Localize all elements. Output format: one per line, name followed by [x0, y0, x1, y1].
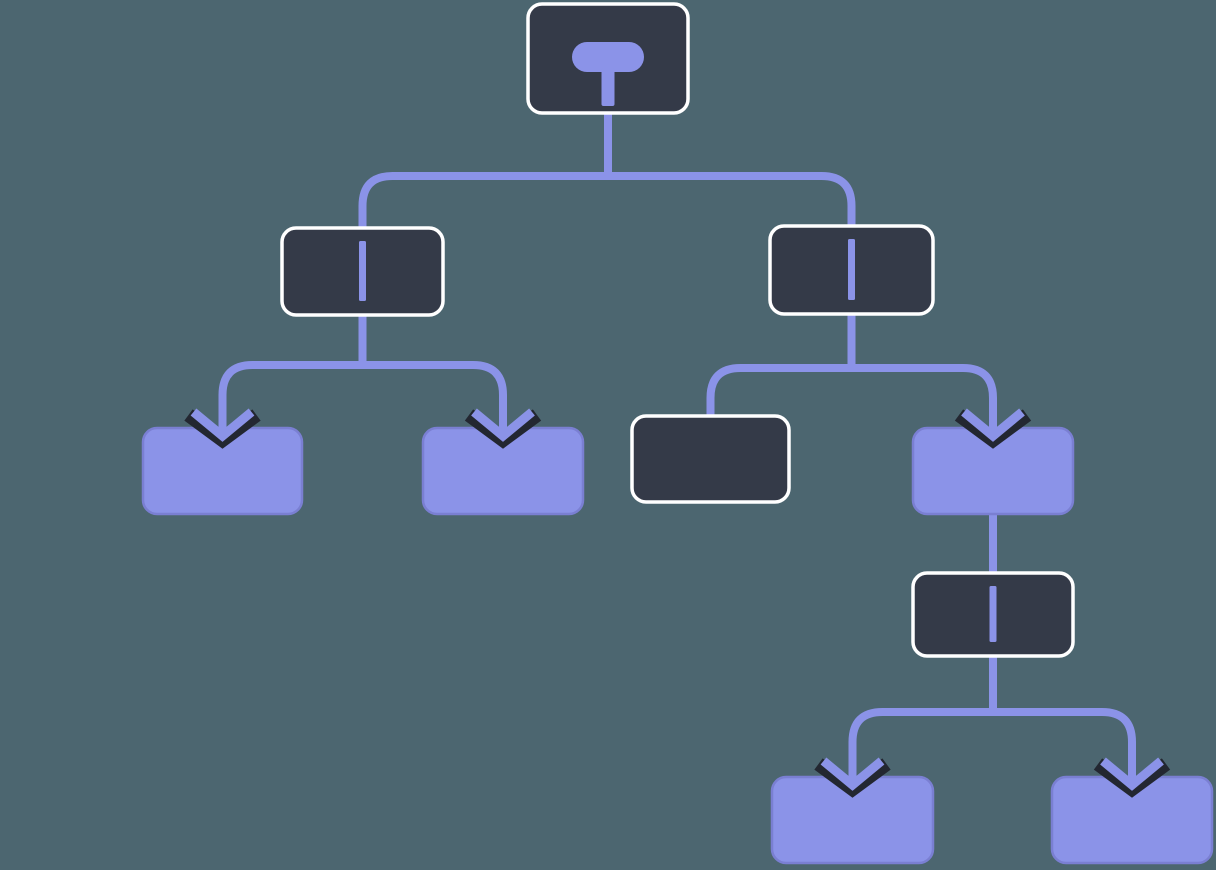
chevron-down-icon — [954, 404, 1032, 449]
connector-branch-sub — [848, 654, 1136, 757]
pass-through-line-icon — [359, 241, 366, 301]
pass-through-line-icon — [989, 586, 997, 642]
pass-through-line-icon — [848, 239, 855, 300]
node-mid-dark[interactable] — [630, 414, 791, 504]
chevron-down-icon — [464, 404, 542, 449]
connector-branch-l — [218, 313, 507, 408]
layer-icons — [359, 42, 997, 642]
chevron-down-icon — [814, 753, 891, 798]
layer-connectors — [218, 111, 1136, 757]
chevron-down-icon — [1093, 753, 1171, 798]
collapsed-pill-icon — [572, 42, 644, 106]
connector-branch-r — [706, 312, 997, 419]
connector-root — [358, 111, 856, 231]
chevron-down-icon — [184, 404, 261, 449]
layer-markers — [184, 404, 1171, 798]
layer-nodes — [141, 2, 1214, 865]
